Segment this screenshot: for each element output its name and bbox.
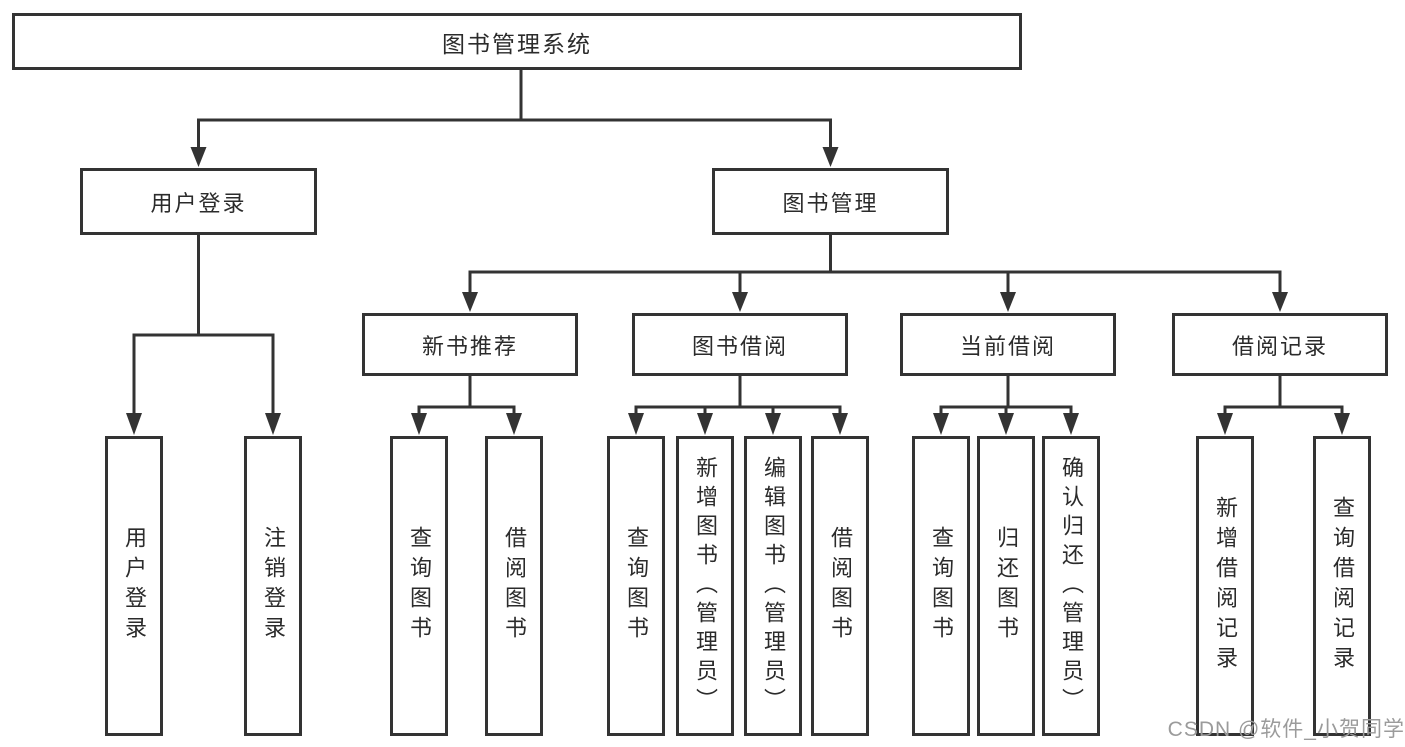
leaf-query-book-borrow: 查询图书 (607, 436, 665, 736)
connector-newbook-to-leaves (417, 376, 516, 418)
arrowhead (628, 413, 644, 435)
leaf-add-borrow-record: 新增借阅记录 (1196, 436, 1254, 736)
arrowhead (506, 413, 522, 435)
arrowhead (265, 413, 281, 435)
arrowhead (998, 413, 1014, 435)
arrowhead (126, 413, 142, 435)
arrowhead (1063, 413, 1079, 435)
arrowhead (462, 292, 478, 312)
connector-root-to-level2 (197, 68, 832, 150)
node-book-borrow: 图书借阅 (632, 313, 848, 376)
leaf-query-borrow-record: 查询借阅记录 (1313, 436, 1371, 736)
leaf-edit-book-admin: 编辑图书（管理员） (744, 436, 802, 736)
arrowhead (732, 292, 748, 312)
connector-bookborrow-to-leaves (634, 376, 842, 418)
node-new-book-recommend: 新书推荐 (362, 313, 578, 376)
node-borrow-records: 借阅记录 (1172, 313, 1388, 376)
leaf-borrow-book: 借阅图书 (811, 436, 869, 736)
connector-bookmgmt-to-level3 (468, 235, 1282, 294)
arrowhead (832, 413, 848, 435)
arrowhead (411, 413, 427, 435)
node-user-login: 用户登录 (80, 168, 317, 235)
leaf-borrow-book-recommend: 借阅图书 (485, 436, 543, 736)
leaf-query-book-current: 查询图书 (912, 436, 970, 736)
node-current-borrow: 当前借阅 (900, 313, 1116, 376)
arrowhead (933, 413, 949, 435)
connector-userlogin-to-leaves (132, 235, 275, 418)
arrowhead (190, 147, 207, 167)
leaf-user-login: 用户登录 (105, 436, 163, 736)
watermark: CSDN @软件_小贺同学 (1167, 718, 1405, 741)
arrowhead (822, 147, 839, 167)
leaf-add-book-admin: 新增图书（管理员） (676, 436, 734, 736)
node-library-management-system: 图书管理系统 (12, 13, 1022, 70)
arrowhead (1217, 413, 1233, 435)
leaf-confirm-return-admin: 确认归还（管理员） (1042, 436, 1100, 736)
arrowhead (1000, 292, 1016, 312)
arrowheads (126, 147, 1350, 435)
arrowhead (765, 413, 781, 435)
node-book-management: 图书管理 (712, 168, 949, 235)
arrowhead (1272, 292, 1288, 312)
leaf-query-book-recommend: 查询图书 (390, 436, 448, 736)
leaf-logout: 注销登录 (244, 436, 302, 736)
arrowhead (697, 413, 713, 435)
arrowhead (1334, 413, 1350, 435)
connector-records-to-leaves (1223, 376, 1344, 418)
leaf-return-book: 归还图书 (977, 436, 1035, 736)
connector-currentborrow-to-leaves (939, 376, 1073, 418)
